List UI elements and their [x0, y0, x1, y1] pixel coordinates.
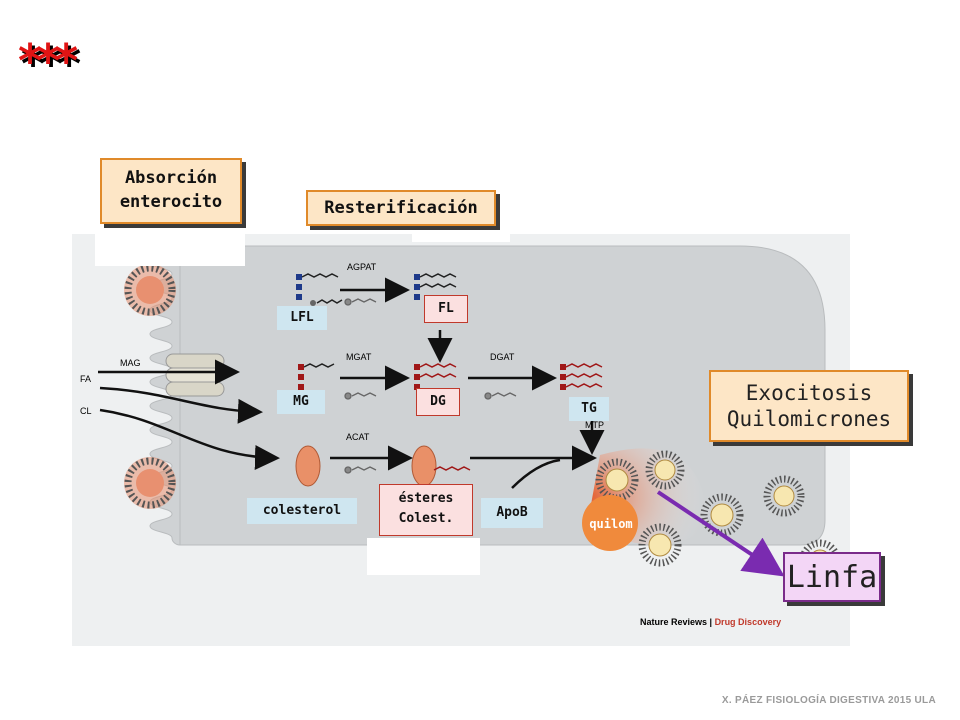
tg-molecule	[560, 363, 603, 390]
patch-2	[412, 230, 510, 242]
label-esteres: ésteres Colest.	[379, 484, 473, 536]
label-lfl: LFL	[277, 306, 327, 330]
label-dg: DG	[416, 388, 460, 416]
brand-sep: |	[707, 617, 715, 627]
chylomicron-2	[645, 450, 685, 490]
header-stars: ***	[18, 34, 78, 88]
cholesterol-molecule	[295, 445, 321, 487]
cholesteryl-ester-molecule	[411, 445, 437, 487]
micelle-top	[124, 264, 176, 316]
transporter	[165, 353, 225, 397]
esteres-line1: ésteres	[398, 491, 454, 506]
mtp-text: MTP	[585, 420, 604, 430]
esteres-line2: Colest.	[398, 511, 454, 526]
dgat-text: DGAT	[490, 352, 515, 362]
absorcion-line2: enterocito	[119, 192, 223, 212]
callout-resterificacion: Resterificación	[306, 190, 496, 226]
micelle-bottom	[124, 457, 176, 509]
patch-1	[95, 230, 245, 266]
agpat-text: AGPAT	[347, 262, 377, 272]
mgat-text: MGAT	[346, 352, 372, 362]
lfl-molecule	[296, 273, 343, 306]
footer-credit: X. PÁEZ FISIOLOGÍA DIGESTIVA 2015 ULA	[721, 695, 936, 706]
label-fl: FL	[424, 295, 468, 323]
linfa-text: Linfa	[786, 560, 878, 595]
exocitosis-line2: Quilomicrones	[726, 407, 892, 431]
label-mg: MG	[277, 390, 325, 414]
exocitosis-line1: Exocitosis	[745, 381, 873, 405]
resterificacion-text: Resterificación	[324, 198, 478, 218]
brand-text: Nature Reviews | Drug Discovery	[640, 617, 781, 627]
acat-text: ACAT	[346, 432, 370, 442]
absorcion-line1: Absorción	[124, 168, 218, 188]
dg-molecule	[414, 363, 457, 390]
linfa-arrow	[656, 490, 785, 577]
label-quilom: quilom	[589, 517, 633, 531]
cl-text: CL	[80, 406, 92, 416]
quilom-circle	[582, 495, 638, 551]
callout-absorcion: Absorción enterocito	[100, 158, 242, 224]
label-tg: TG	[569, 397, 609, 421]
mg-molecule	[298, 363, 335, 390]
brand-left: Nature Reviews	[640, 617, 707, 627]
callout-exocitosis: Exocitosis Quilomicrones	[709, 370, 909, 442]
label-apob: ApoB	[481, 498, 543, 528]
chylomicron-3	[638, 523, 682, 567]
chylomicron-5	[763, 475, 805, 517]
fa-text: FA	[80, 374, 91, 384]
callout-linfa: Linfa	[783, 552, 881, 602]
patch-3	[367, 538, 480, 575]
label-colesterol: colesterol	[247, 498, 357, 524]
fl-molecule	[414, 273, 457, 300]
brand-right: Drug Discovery	[715, 617, 782, 627]
mag-text: MAG	[120, 358, 141, 368]
